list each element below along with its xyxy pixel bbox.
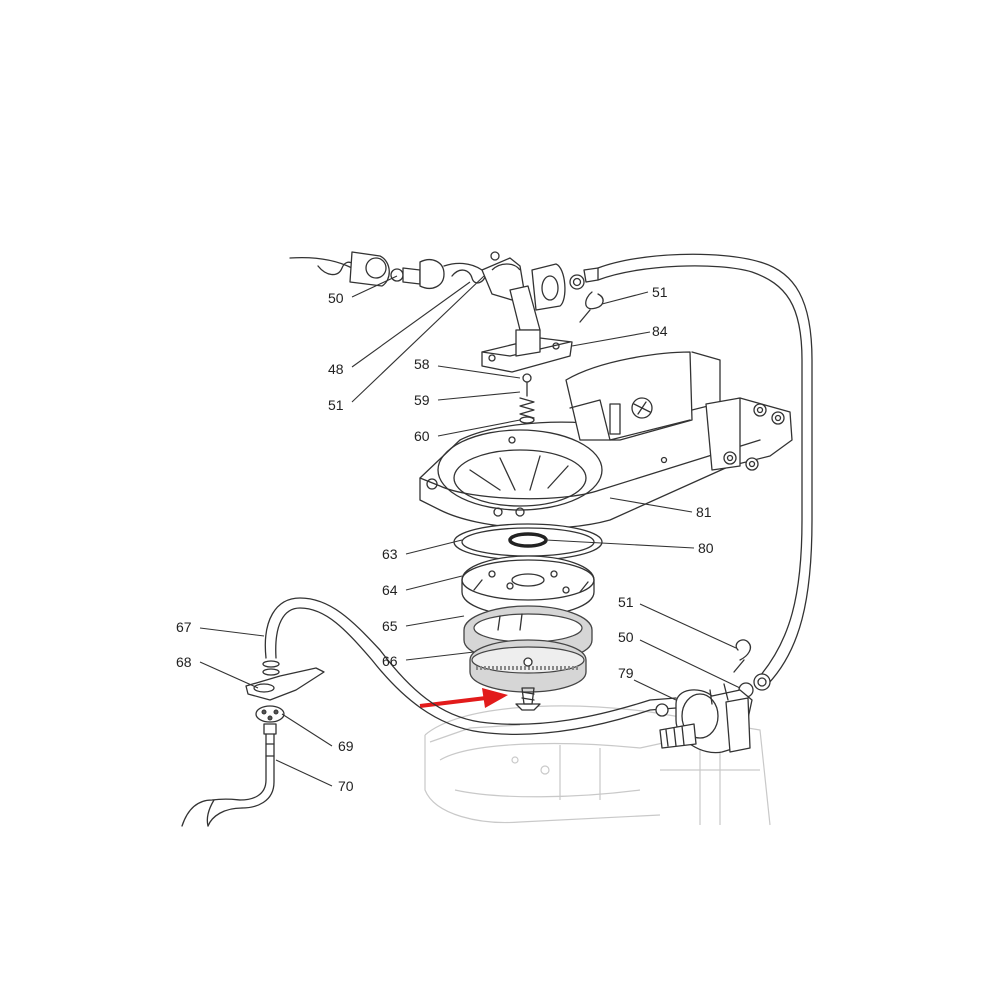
grinder-housing-81 [419, 351, 793, 529]
valve-flange-84 [481, 329, 573, 424]
callout-50-top: 50 [328, 290, 344, 306]
callout-70: 70 [338, 778, 354, 794]
upper-fittings [289, 251, 604, 331]
callout-80: 80 [698, 540, 714, 556]
callout-65: 65 [382, 618, 398, 634]
callout-58: 58 [414, 356, 430, 372]
callout-63: 63 [382, 546, 398, 562]
callout-79: 79 [618, 665, 634, 681]
callout-84: 84 [652, 323, 668, 339]
callout-51-top-right: 51 [652, 284, 668, 300]
callout-51-right: 51 [618, 594, 634, 610]
callout-51-left: 51 [328, 397, 344, 413]
hose-right-fittings [733, 639, 771, 698]
callout-69: 69 [338, 738, 354, 754]
callout-48: 48 [328, 361, 344, 377]
callout-66: 66 [382, 653, 398, 669]
callout-60: 60 [414, 428, 430, 444]
callout-81: 81 [696, 504, 712, 520]
hose-top [597, 253, 813, 685]
callout-64: 64 [382, 582, 398, 598]
burr-carrier-64 [461, 555, 595, 617]
callout-68: 68 [176, 654, 192, 670]
burr-66 [469, 639, 587, 693]
leader-lines [199, 275, 741, 787]
outlet-assembly [181, 660, 325, 827]
callout-labels: 50 48 51 58 59 60 84 51 81 63 64 65 66 8… [176, 284, 714, 794]
callout-50-right: 50 [618, 629, 634, 645]
coupling-79 [655, 683, 753, 754]
callout-67: 67 [176, 619, 192, 635]
highlight-arrow [419, 688, 508, 708]
screw [515, 687, 541, 711]
callout-59: 59 [414, 392, 430, 408]
hose-left-67 [264, 597, 677, 735]
